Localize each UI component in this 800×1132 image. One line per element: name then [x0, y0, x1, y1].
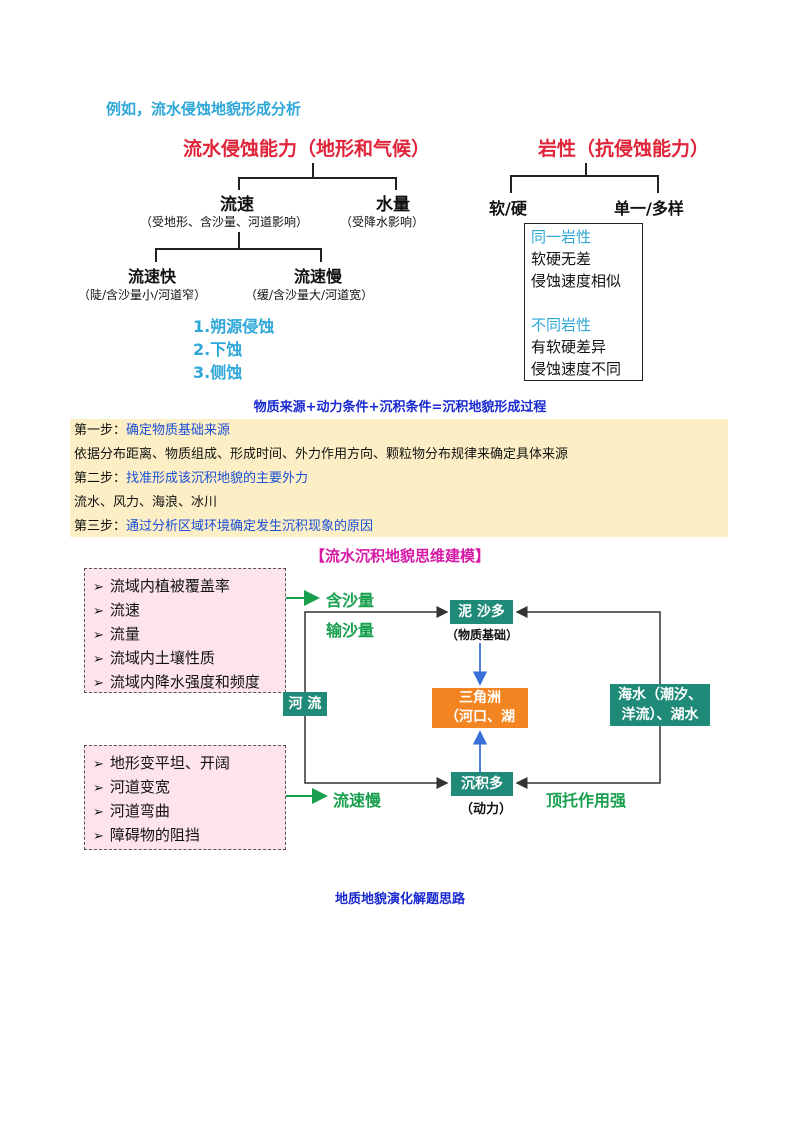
mud-note: （物质基础） [446, 628, 519, 642]
soft-hard-label: 软/硬 [489, 199, 527, 218]
footer-heading: 地质地貌演化解题思路 [334, 892, 465, 907]
sea-line: 洋流）、湖水 [621, 707, 699, 723]
watershed-factors-box: 流域内植被覆盖率 流速 流量 流域内土壤性质 流域内降水强度和频度 [84, 568, 286, 693]
erosion-types: 1.朔源侵蚀 2.下蚀 3.侧蚀 [193, 315, 274, 384]
speed-label: 流速 [220, 195, 254, 215]
delta-box: 三角洲 （河口、湖 [432, 688, 528, 728]
erosion-type-item: 2.下蚀 [193, 340, 243, 359]
list-item: 河道弯曲 [93, 800, 285, 824]
river-to-mud-line [304, 606, 449, 692]
sediment-transport-label: 输沙量 [326, 621, 375, 640]
sea-to-deposit-line [515, 726, 661, 789]
lithology-box: 同一岩性 软硬无差 侵蚀速度相似 不同岩性 有软硬差异 侵蚀速度不同 [524, 223, 643, 381]
list-item: 流速 [93, 599, 285, 623]
step-highlight: 确定物质基础来源 [126, 423, 231, 438]
speed-note: （受地形、含沙量、河道影响） [140, 215, 309, 229]
volume-note: （受降水影响） [340, 215, 425, 229]
erosion-type-item: 3.侧蚀 [193, 363, 243, 382]
step-prefix: 第二步： [74, 471, 127, 486]
same-lithology-title: 同一岩性 [531, 228, 592, 246]
single-multi-label: 单一/多样 [614, 199, 684, 218]
lithology-line: 侵蚀速度不同 [531, 360, 622, 378]
sediment-content-label: 含沙量 [326, 591, 375, 610]
lithology-line: 软硬无差 [531, 250, 592, 268]
step-highlight: 通过分析区域环境确定发生沉积现象的原因 [126, 519, 374, 534]
tree-connector [320, 248, 322, 262]
tree-connector [155, 248, 157, 262]
deposit-box: 沉积多 [451, 772, 513, 796]
model-title: 【流水沉积地貌思维建模】 [309, 547, 490, 565]
fast-label: 流速快 [128, 267, 177, 286]
slow-note: （缓/含沙量大/河道宽） [245, 288, 374, 302]
step-prefix: 第三步： [74, 519, 127, 534]
step-1-detail: 依据分布距离、物质组成、形成时间、外力作用方向、颗粒物分布规律来确定具体来源 [74, 447, 569, 462]
step-3: 第三步：通过分析区域环境确定发生沉积现象的原因 [70, 515, 728, 539]
tree-connector [155, 248, 321, 250]
formula-heading: 物质来源+动力条件+沉积条件=沉积地貌形成过程 [253, 400, 547, 415]
river-box: 河 流 [283, 692, 327, 716]
list-item: 流域内植被覆盖率 [93, 575, 285, 599]
tree-connector [238, 177, 240, 190]
step-1: 第一步：确定物质基础来源 [70, 419, 728, 443]
step-highlight: 找准形成该沉积地貌的主要外力 [126, 471, 309, 486]
step-2-detail: 流水、风力、海浪、冰川 [74, 495, 218, 510]
list-item: 流量 [93, 623, 285, 647]
lithology-line: 有软硬差异 [531, 338, 607, 356]
tree-connector [510, 175, 512, 193]
slow-label: 流速慢 [294, 267, 343, 286]
volume-label: 水量 [376, 195, 410, 215]
diff-lithology-title: 不同岩性 [531, 316, 592, 334]
tree-connector [238, 177, 396, 179]
terrain-factors-box: 地形变平坦、开阔 河道变宽 河道弯曲 障碍物的阻挡 [84, 745, 286, 850]
delta-line: （河口、湖 [445, 709, 515, 725]
rock-title: 岩性（抗侵蚀能力） [538, 138, 710, 160]
list-item: 流域内降水强度和频度 [93, 671, 285, 695]
tree-connector [312, 163, 314, 178]
lithology-line: 侵蚀速度相似 [531, 272, 622, 290]
sea-to-mud-line [515, 606, 661, 684]
sea-water-box: 海水（潮汐、 洋流）、湖水 [610, 684, 710, 726]
step-2: 第二步：找准形成该沉积地貌的主要外力 [70, 467, 728, 491]
fast-note: （陡/含沙量小/河道窄） [78, 288, 207, 302]
step-prefix: 第一步： [74, 423, 127, 438]
tree-connector [510, 175, 658, 177]
erosion-type-item: 1.朔源侵蚀 [193, 317, 275, 336]
mud-box: 泥 沙多 [450, 600, 513, 624]
list-item: 河道变宽 [93, 776, 285, 800]
tree-connector [238, 232, 240, 249]
delta-line: 三角洲 [459, 690, 501, 706]
support-label: 顶托作用强 [546, 791, 627, 810]
tree-connector [585, 163, 587, 176]
river-to-deposit-line [304, 716, 449, 789]
sea-line: 海水（潮汐、 [618, 687, 702, 703]
slow-flow-label: 流速慢 [333, 791, 382, 810]
list-item: 流域内土壤性质 [93, 647, 285, 671]
tree-connector [395, 177, 397, 190]
list-item: 障碍物的阻挡 [93, 824, 285, 848]
erosion-title: 流水侵蚀能力（地形和气候） [183, 138, 431, 160]
steps-panel: 第一步：确定物质基础来源 依据分布距离、物质组成、形成时间、外力作用方向、颗粒物… [70, 419, 728, 537]
tree-connector [657, 175, 659, 193]
deposit-note: （动力） [460, 802, 513, 817]
intro-heading: 例如，流水侵蚀地貌形成分析 [106, 100, 302, 118]
list-item: 地形变平坦、开阔 [93, 752, 285, 776]
